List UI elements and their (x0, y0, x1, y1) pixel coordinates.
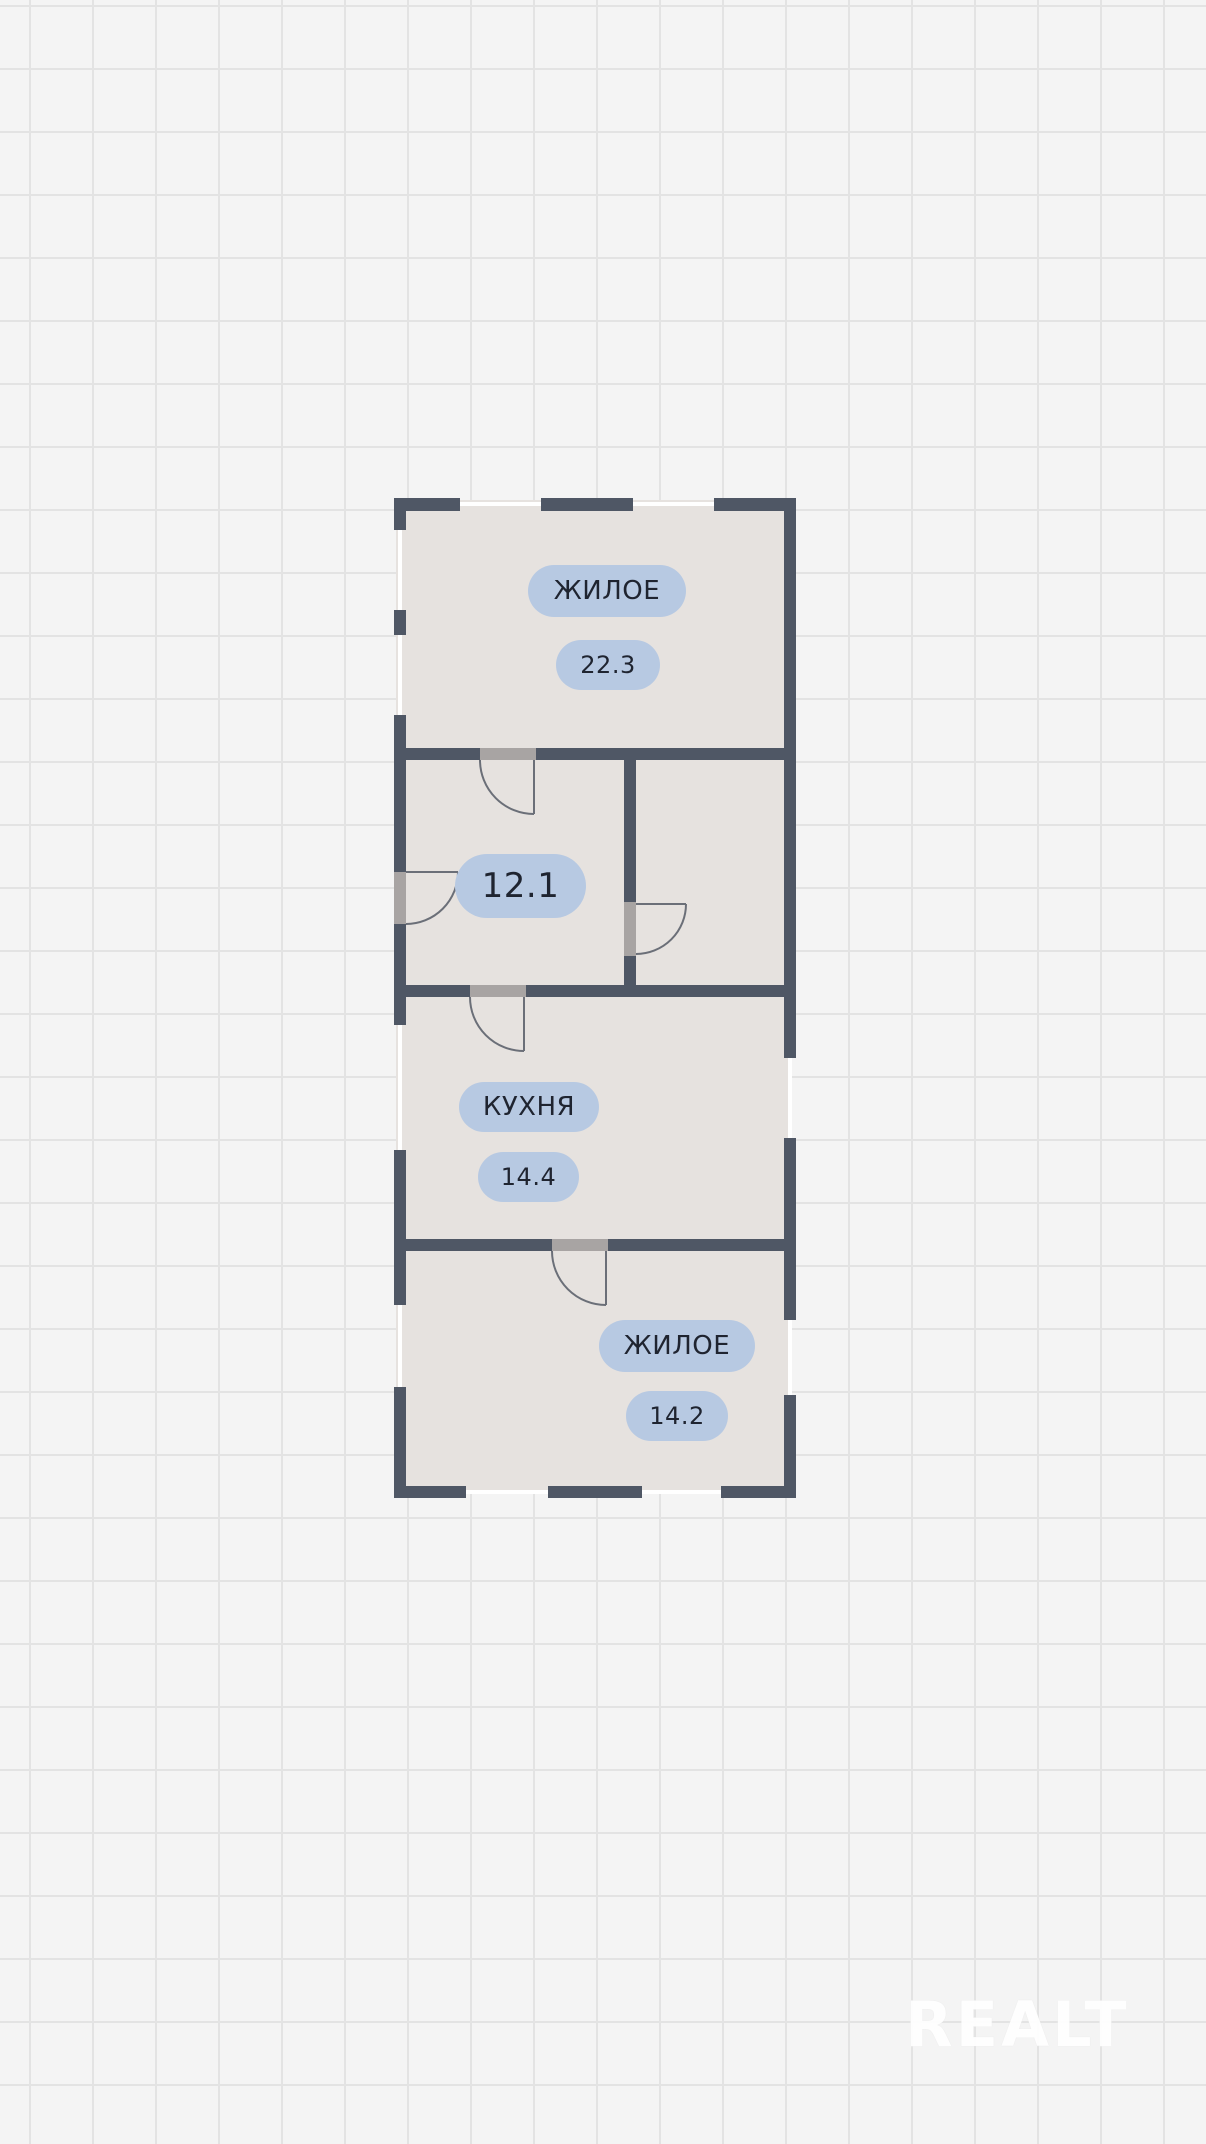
threshold-3 (552, 1239, 608, 1251)
wall-right-3 (784, 1395, 796, 1498)
door-swing-5 (635, 903, 687, 955)
wall-left-3 (394, 715, 406, 1025)
threshold-4 (394, 872, 406, 924)
wall-left-1 (394, 498, 406, 530)
wall-top-2 (541, 498, 633, 511)
room-area-kitchen: 14.4 (478, 1152, 579, 1202)
partition-2b (526, 985, 796, 997)
threshold-5 (624, 902, 636, 956)
wall-left-4 (394, 1150, 406, 1240)
wall-left-5 (394, 1240, 406, 1305)
windows (398, 502, 792, 1494)
wall-left-2 (394, 610, 406, 635)
walls (394, 498, 796, 1498)
wall-bottom-3 (721, 1486, 796, 1498)
threshold-1 (480, 748, 536, 760)
wall-right-1 (784, 498, 796, 1058)
door-swings (405, 759, 687, 1306)
room-area-living-bottom: 14.2 (626, 1391, 728, 1441)
door-swing-1 (479, 759, 535, 815)
wall-right-2 (784, 1138, 796, 1320)
partition-1a (394, 748, 480, 760)
partition-1b (536, 748, 796, 760)
partition-2a (394, 985, 470, 997)
door-swing-2 (469, 996, 525, 1052)
room-name-kitchen: КУХНЯ (459, 1082, 599, 1132)
door-thresholds (394, 748, 636, 1251)
wall-top-3 (714, 498, 796, 511)
wall-top-1 (394, 498, 460, 511)
room-area-living-top: 22.3 (556, 640, 660, 690)
room-name-living-bottom: ЖИЛОЕ (599, 1320, 755, 1372)
wall-bottom-1 (394, 1486, 466, 1498)
door-swing-3 (551, 1250, 607, 1306)
realt-logo: REALT (905, 1988, 1130, 2061)
room-area-hall: 12.1 (455, 854, 586, 918)
wall-left-6 (394, 1387, 406, 1498)
room-name-living-top: ЖИЛОЕ (528, 565, 686, 617)
threshold-2 (470, 985, 526, 997)
partition-3b (608, 1239, 796, 1251)
partition-3a (394, 1239, 552, 1251)
wall-bottom-2 (548, 1486, 642, 1498)
